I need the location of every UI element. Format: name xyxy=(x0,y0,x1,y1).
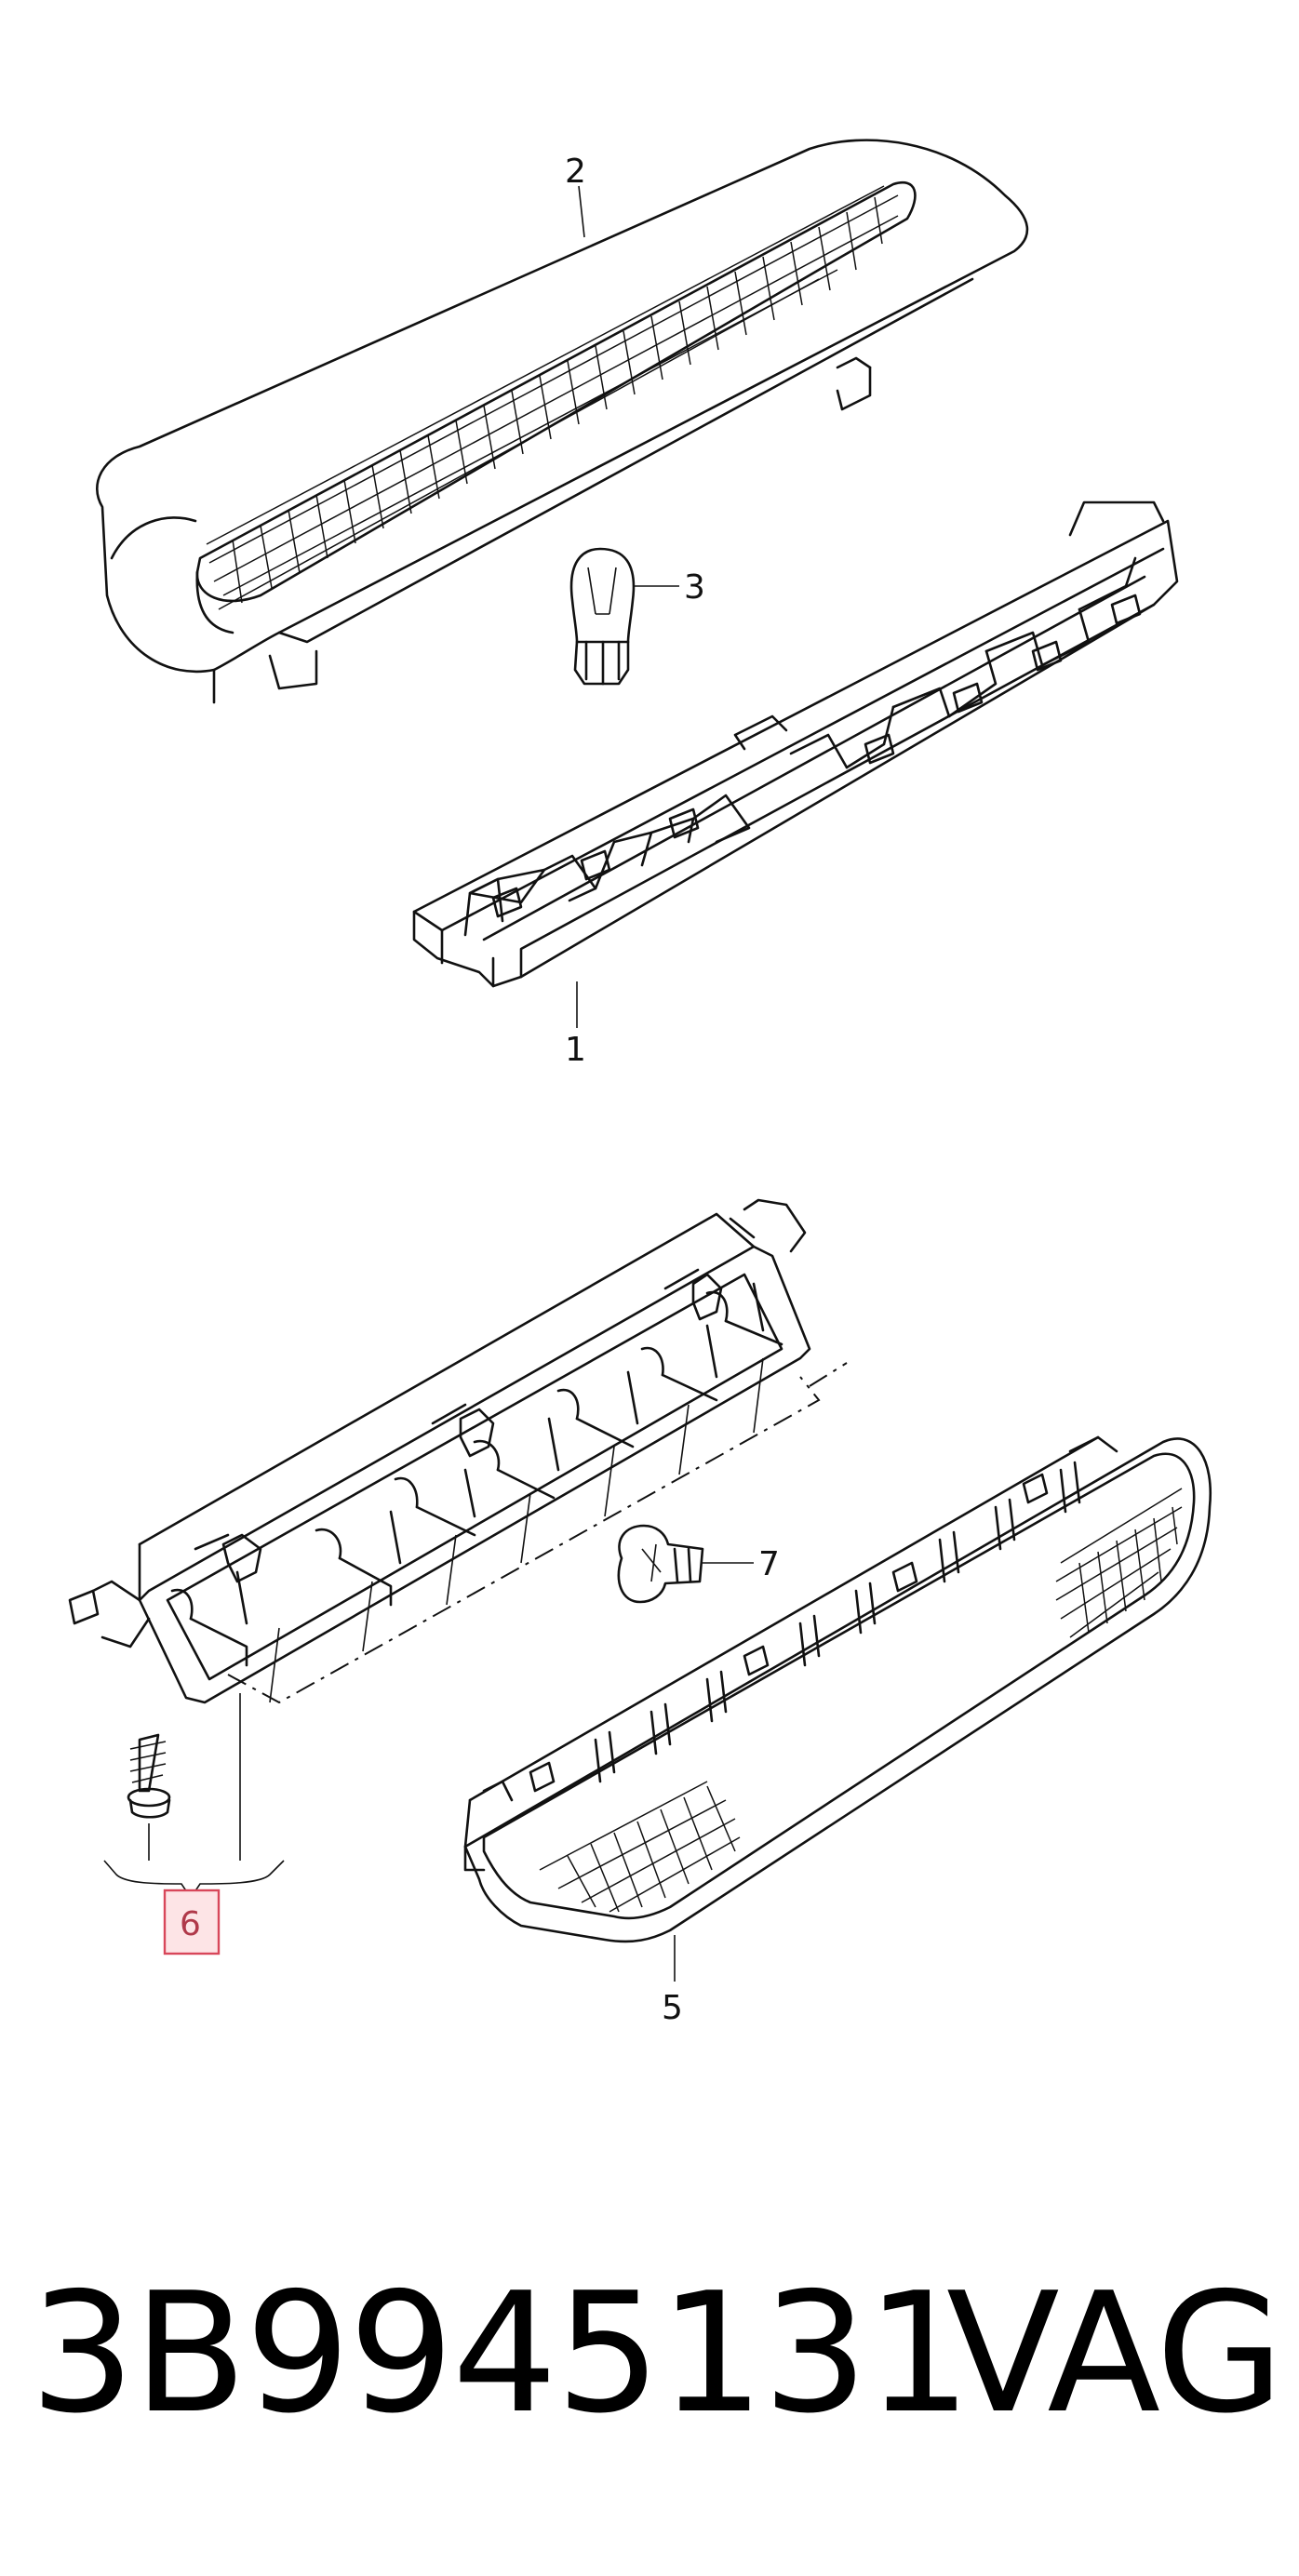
part-number: 3B9945131 xyxy=(30,2257,971,2449)
callout-2: 2 xyxy=(565,153,586,238)
part-1-carrier xyxy=(412,501,1179,988)
callout-6-highlight xyxy=(163,1889,221,1955)
screw xyxy=(127,1733,171,1819)
callout-6: 6 xyxy=(103,1693,285,1955)
callout-3-label: 3 xyxy=(684,568,705,607)
callout-7: 7 xyxy=(703,1545,780,1583)
callout-6-label: 6 xyxy=(180,1905,201,1943)
part-2-lens-mesh xyxy=(206,185,899,610)
parts-diagram: 2 3 xyxy=(68,139,1212,2027)
part-3-bulb xyxy=(569,547,636,686)
callout-1: 1 xyxy=(565,981,586,1069)
part-2-housing xyxy=(96,139,1029,704)
part-6-lamp-housing xyxy=(68,1198,848,1704)
part-1-windows xyxy=(491,594,1142,918)
brand-name: VAG xyxy=(946,2257,1284,2449)
callout-5: 5 xyxy=(662,1935,683,2027)
callout-3: 3 xyxy=(633,568,705,607)
footer: 3B9945131 VAG xyxy=(30,2257,1284,2449)
part-6-lamp-cells xyxy=(170,1282,783,1667)
callout-1-label: 1 xyxy=(565,1031,586,1069)
part-7-bulb xyxy=(617,1524,704,1604)
callout-5-label: 5 xyxy=(662,1989,683,2027)
part-1-cells xyxy=(468,556,1137,904)
part-5-mesh-right xyxy=(1055,1488,1183,1638)
part-5-ribs xyxy=(529,1461,1081,1793)
part-5-mesh-left xyxy=(539,1781,741,1913)
callout-2-label: 2 xyxy=(565,153,586,191)
callout-7-label: 7 xyxy=(758,1545,780,1583)
part-5-lens-cover xyxy=(463,1435,1212,1943)
